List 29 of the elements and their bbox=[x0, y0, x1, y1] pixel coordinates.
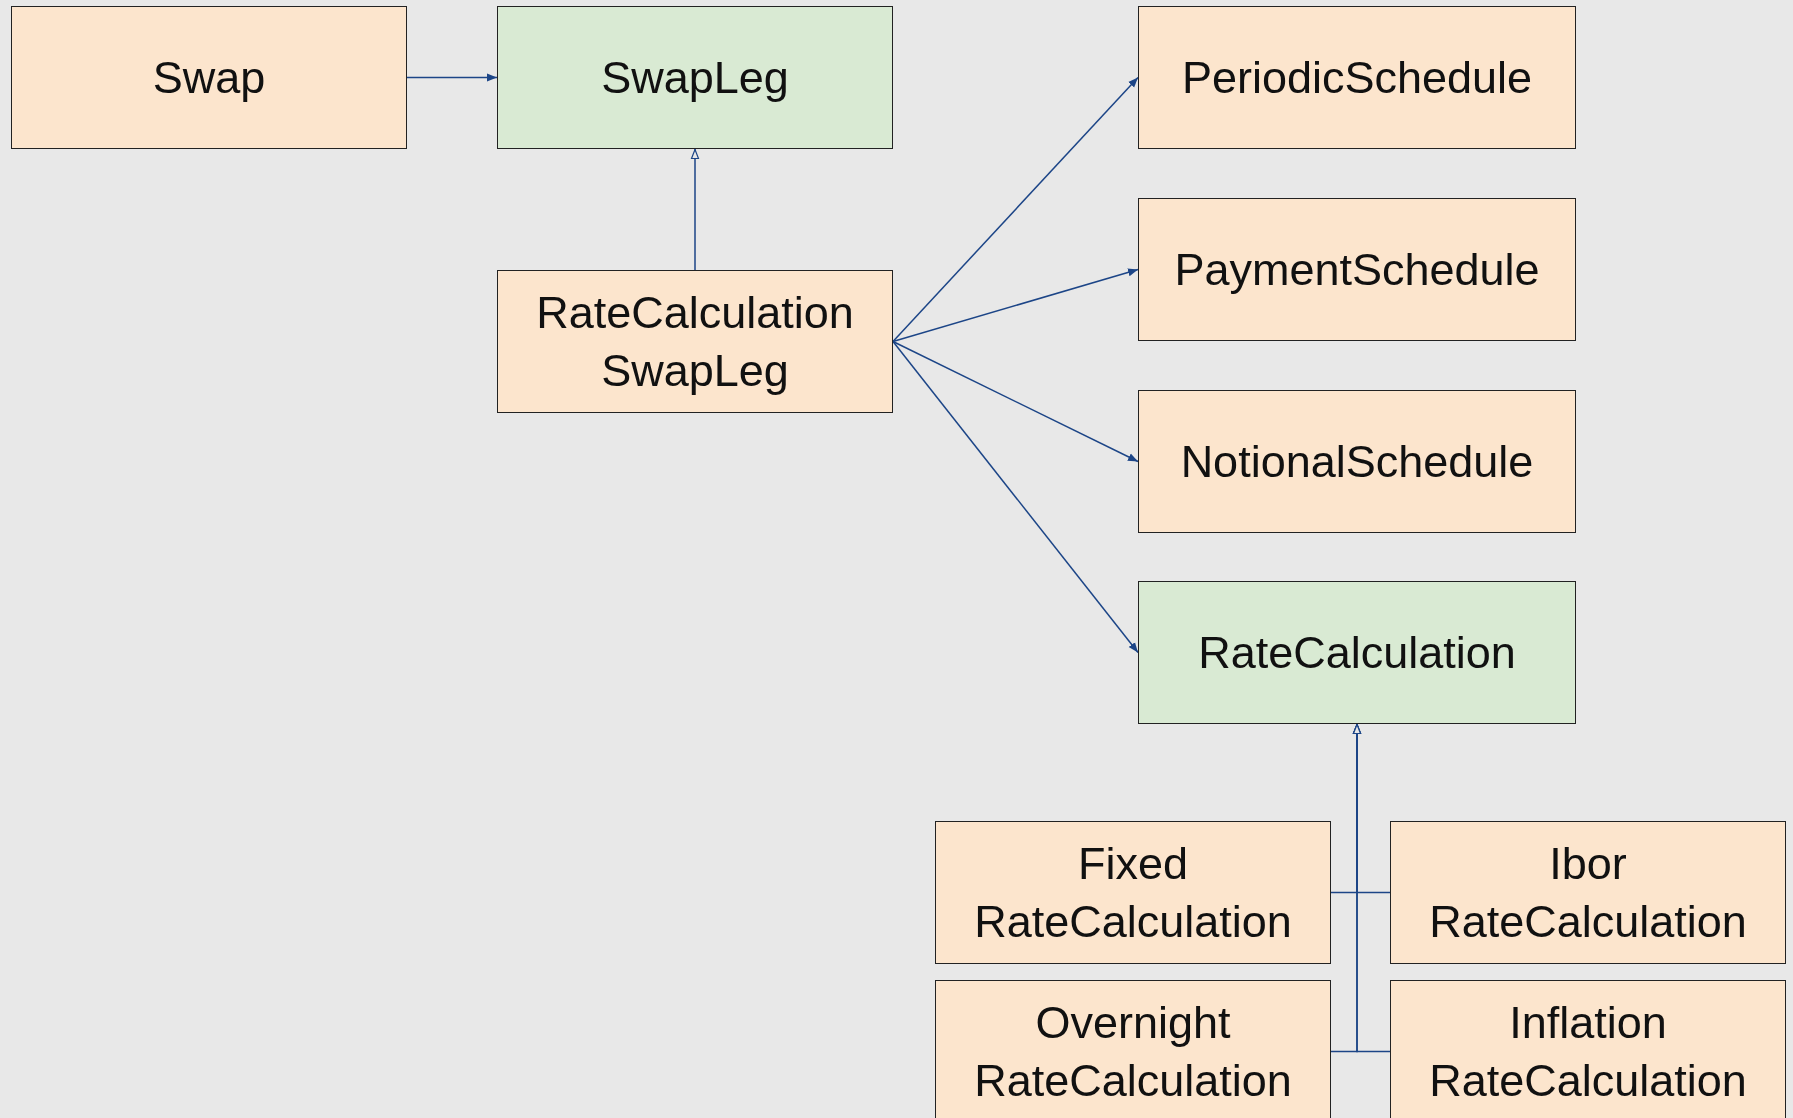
class-box bbox=[11, 6, 407, 149]
class-box bbox=[1138, 390, 1576, 533]
arrow bbox=[892, 268, 1139, 343]
class-name: NotionalSchedule bbox=[1180, 434, 1534, 489]
arrow bbox=[406, 73, 498, 82]
class-name: SwapLeg bbox=[601, 50, 789, 105]
class-box bbox=[497, 6, 893, 149]
class-box bbox=[1390, 980, 1786, 1118]
class-box bbox=[497, 270, 893, 413]
arrow bbox=[1352, 723, 1391, 1053]
class-name: RateCalculation SwapLeg bbox=[535, 285, 855, 398]
class-name: Swap bbox=[152, 50, 266, 105]
class-box bbox=[1390, 821, 1786, 964]
arrow bbox=[892, 340, 1139, 654]
class-name: Fixed RateCalculation bbox=[973, 836, 1293, 949]
class-name: Ibor RateCalculation bbox=[1428, 836, 1748, 949]
class-box bbox=[1138, 581, 1576, 724]
class-box bbox=[935, 980, 1331, 1118]
class-name: Inflation RateCalculation bbox=[1428, 995, 1748, 1108]
class-name: PeriodicSchedule bbox=[1181, 50, 1533, 105]
arrow bbox=[892, 76, 1139, 343]
class-box bbox=[1138, 6, 1576, 149]
class-name: RateCalculation bbox=[1198, 625, 1516, 680]
class-box bbox=[1138, 198, 1576, 341]
arrow bbox=[892, 340, 1139, 463]
class-name: Overnight RateCalculation bbox=[973, 995, 1293, 1108]
class-name: PaymentSchedule bbox=[1174, 242, 1540, 297]
arrow bbox=[690, 148, 700, 271]
class-box bbox=[935, 821, 1331, 964]
